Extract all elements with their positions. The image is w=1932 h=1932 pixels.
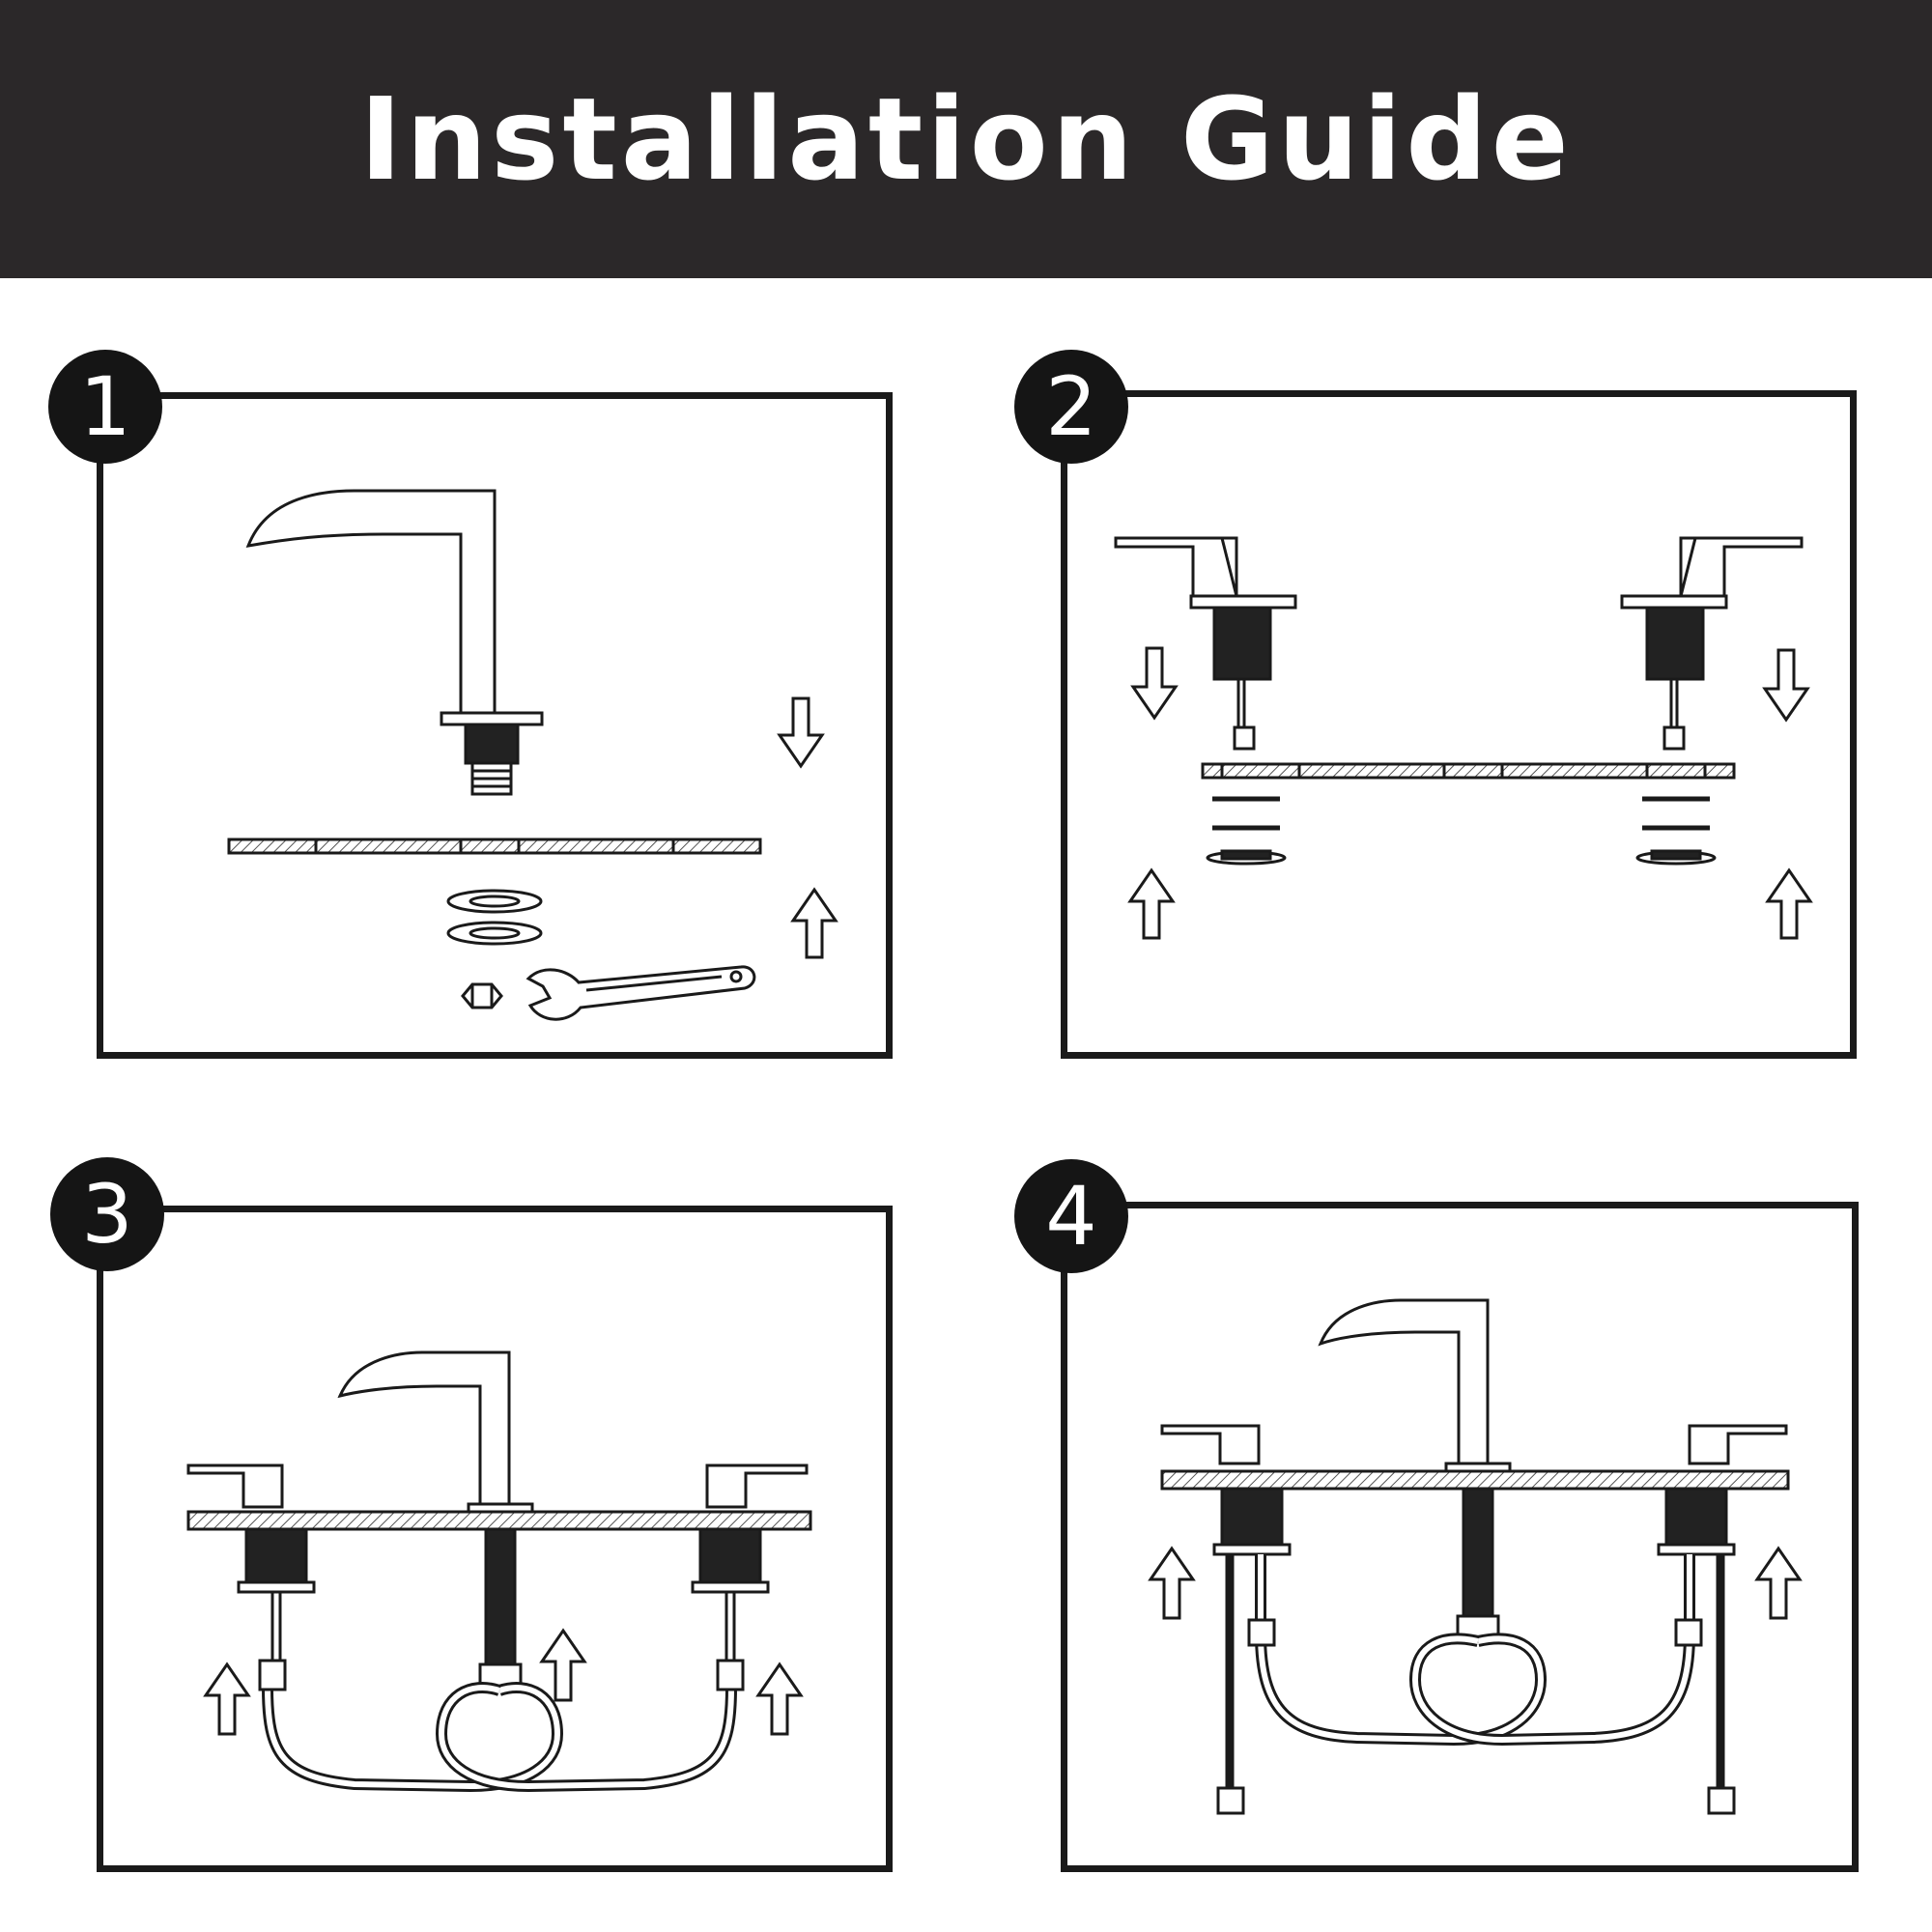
washer — [446, 889, 543, 914]
countertop — [1160, 1469, 1790, 1491]
arrow-up — [755, 1662, 804, 1736]
center-stem — [484, 1527, 517, 1666]
right-valve-body — [1645, 606, 1705, 681]
page-title: Installation Guide — [359, 72, 1573, 206]
step-number-badge: 4 — [1014, 1159, 1128, 1273]
right-handle — [1688, 1424, 1788, 1465]
left-valve-body — [1212, 606, 1272, 681]
step-4-illustration — [1148, 1298, 1803, 1815]
left-handle — [1114, 536, 1238, 598]
arrow-down — [1762, 648, 1810, 723]
arrow-up — [1765, 867, 1813, 940]
arrow-up — [1127, 867, 1176, 940]
center-stem — [1462, 1487, 1494, 1618]
countertop — [1201, 762, 1736, 780]
arrow-up — [203, 1662, 251, 1736]
arrow-up — [539, 1628, 587, 1702]
countertop — [227, 838, 762, 855]
supply-hose — [435, 1682, 737, 1793]
faucet-spout — [337, 1350, 511, 1506]
supply-hose — [1255, 1554, 1548, 1747]
step-2-illustration — [1114, 536, 1813, 940]
step-3-illustration — [186, 1350, 812, 1793]
step-2-panel — [1061, 390, 1857, 1059]
step-4-panel — [1061, 1202, 1859, 1872]
step-number-badge: 1 — [48, 350, 162, 464]
step-1-panel — [97, 392, 893, 1059]
faucet-spout — [245, 489, 497, 715]
right-handle — [705, 1463, 809, 1509]
hex-nut — [461, 982, 503, 1009]
arrow-up — [1148, 1546, 1196, 1620]
washer — [446, 921, 543, 946]
arrow-down — [1130, 646, 1179, 721]
right-handle — [1679, 536, 1804, 598]
step-1-illustration — [227, 489, 838, 1021]
countertop — [186, 1510, 812, 1531]
faucet-base — [440, 711, 544, 726]
arrow-down — [777, 696, 825, 769]
step-3-panel — [97, 1206, 893, 1872]
wrench — [526, 965, 756, 1021]
left-handle — [1160, 1424, 1261, 1465]
step-number-badge: 3 — [50, 1157, 164, 1271]
thread-stem — [464, 723, 520, 765]
header-bar: Installation Guide — [0, 0, 1932, 278]
faucet-spout — [1318, 1298, 1490, 1465]
arrow-up — [790, 887, 838, 959]
thread-coils — [470, 761, 513, 796]
step-number-badge: 2 — [1014, 350, 1128, 464]
left-handle — [186, 1463, 284, 1509]
supply-hose — [262, 1682, 564, 1793]
arrow-up — [1754, 1546, 1803, 1620]
supply-hose — [1408, 1554, 1695, 1747]
